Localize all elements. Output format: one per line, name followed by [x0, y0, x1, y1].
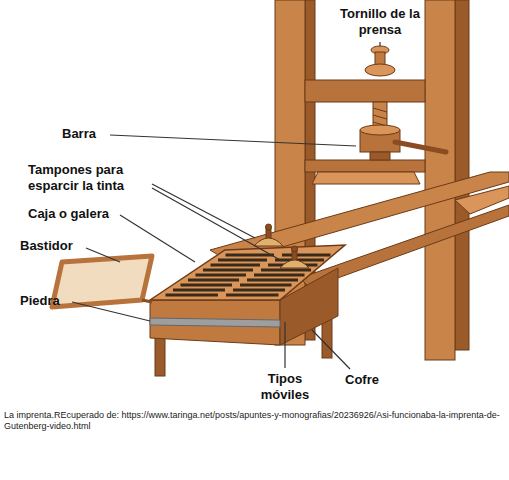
part-label: Barra [62, 126, 96, 142]
part-label: Piedra [20, 293, 60, 309]
figure-caption: La imprenta.REcuperado de: https://www.t… [4, 410, 504, 432]
leader-line [110, 135, 356, 146]
leader-line [152, 188, 282, 261]
leader-lines [72, 42, 380, 369]
leader-line [72, 302, 150, 321]
leader-line [284, 322, 285, 368]
press-bar [395, 142, 446, 152]
leader-line [312, 330, 350, 369]
part-label: Tampones para esparcir la tinta [28, 162, 152, 194]
leader-line [379, 42, 380, 46]
part-label: Bastidor [20, 238, 73, 254]
forme-bed [150, 245, 345, 300]
press-frame [275, 0, 469, 360]
leader-line [86, 248, 120, 262]
leader-line [120, 215, 195, 262]
tympan-frame [52, 256, 152, 307]
part-label: Cofre [345, 372, 379, 388]
part-label: Tipos móviles [255, 371, 315, 403]
leader-line [152, 184, 255, 238]
part-label: Tornillo de la prensa [338, 6, 422, 38]
part-label: Caja o galera [28, 206, 109, 222]
